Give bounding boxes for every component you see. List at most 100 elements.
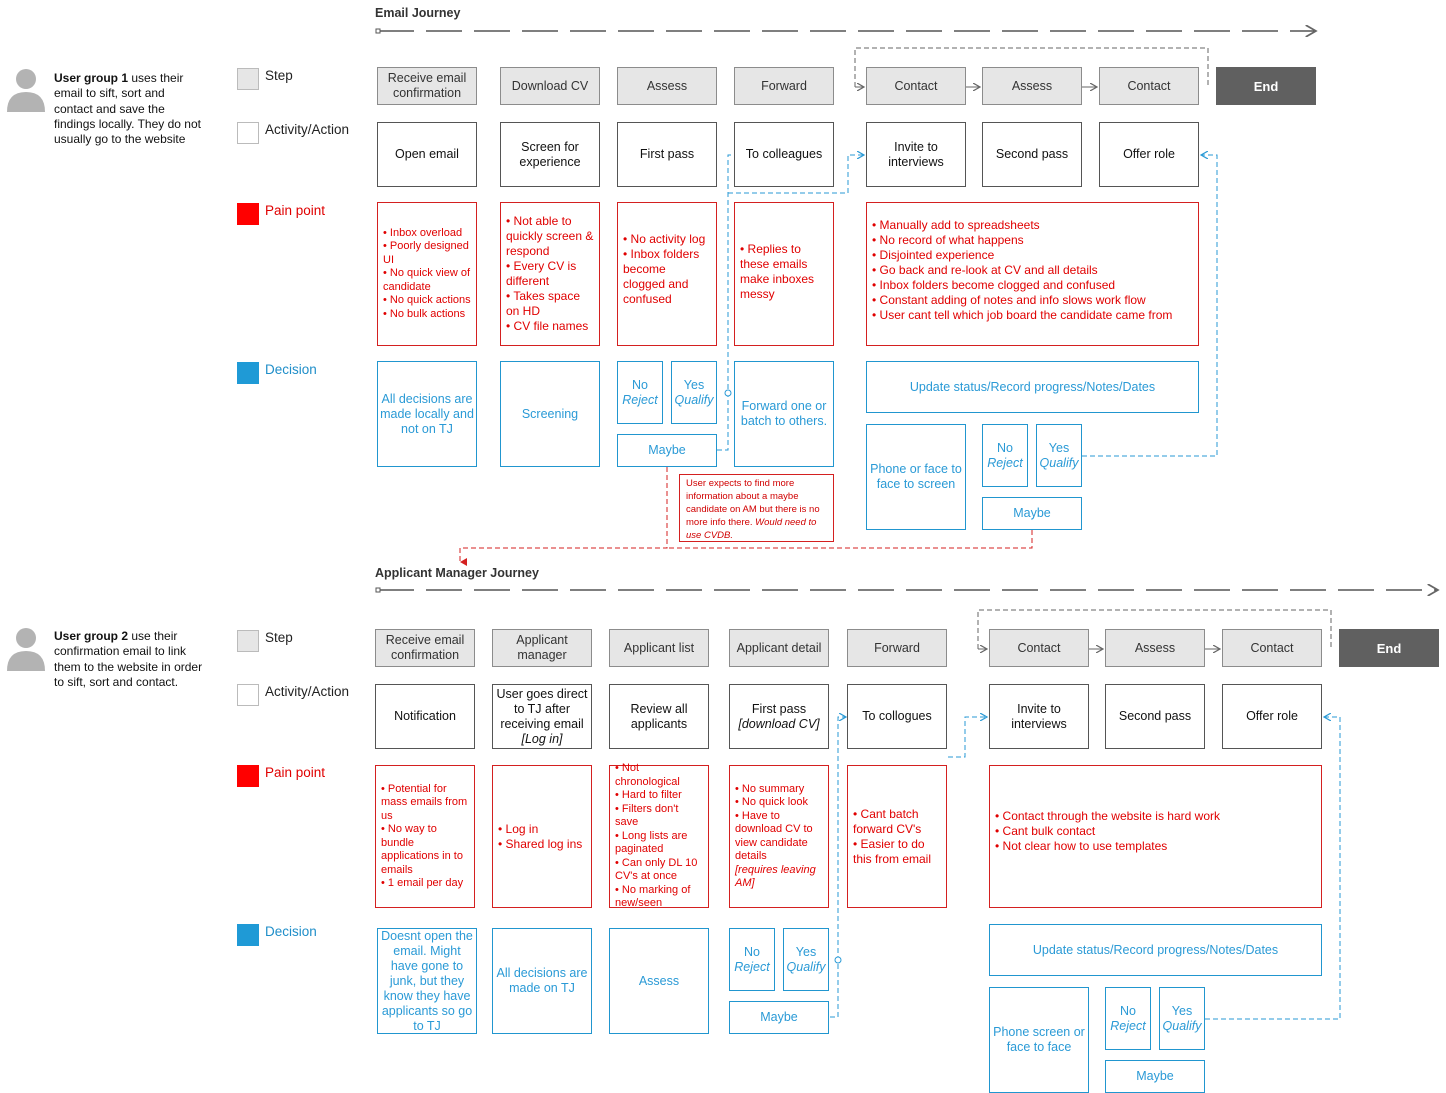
am-activity-first-pass: First pass[download CV] [729, 684, 829, 749]
am-pain-1: Potential for mass emails from usNo way … [375, 765, 475, 908]
email-pain-4: Replies to these emails make inboxes mes… [734, 202, 834, 346]
email-step-contact: Contact [866, 67, 966, 105]
email-step-receive: Receive email confirmation [377, 67, 477, 105]
email-activity-first-pass: First pass [617, 122, 717, 187]
pain-point-item: Easier to do this from email [853, 837, 941, 867]
am-pain-5: Cant batch forward CV'sEasier to do this… [847, 765, 947, 908]
pain-point-item: Log in [498, 822, 582, 837]
email-step-contact-2: Contact [1099, 67, 1199, 105]
legend-step-label: Step [265, 630, 293, 645]
pain-point-item: No quick view of candidate [383, 267, 471, 294]
email-activity-invite: Invite to interviews [866, 122, 966, 187]
email-activity-colleagues: To colleagues [734, 122, 834, 187]
pain-point-item: No bulk actions [383, 308, 471, 322]
user-group-1-description: User group 1 uses their email to sift, s… [54, 71, 201, 147]
am-step-assess: Assess [1105, 629, 1205, 667]
email-activity-second-pass: Second pass [982, 122, 1082, 187]
email-step-download: Download CV [500, 67, 600, 105]
legend-pain-label: Pain point [265, 765, 326, 780]
pain-point-item: Not clear how to use templates [995, 839, 1220, 854]
am-pain-4: No summaryNo quick lookHave to download … [729, 765, 829, 908]
legend-step-swatch [237, 68, 259, 90]
am-step-contact: Contact [989, 629, 1089, 667]
email-pain-1: Inbox overloadPoorly designed UINo quick… [377, 202, 477, 346]
email-step-assess-2: Assess [982, 67, 1082, 105]
am-step-applicant-detail: Applicant detail [729, 629, 829, 667]
am-decision-phone: Phone screen or face to face [989, 987, 1089, 1093]
am-step-applicant-manager: Applicant manager [492, 629, 592, 667]
pain-point-item: Shared log ins [498, 837, 583, 852]
legend-decision-label: Decision [265, 362, 317, 377]
am-pain-3: Not chronologicalHard to filterFilters d… [609, 762, 709, 909]
email-pain-3: No activity logInbox folders become clog… [617, 202, 717, 346]
email-journey-title: Email Journey [375, 6, 461, 20]
email-decision-phone: Phone or face to face to screen [866, 424, 966, 530]
user-avatar-icon [7, 69, 45, 112]
pain-point-item: No activity log [623, 232, 711, 247]
email-activity-screen: Screen for experience [500, 122, 600, 187]
email-decision-maybe-2[interactable]: Maybe [982, 497, 1082, 530]
am-activity-notification: Notification [375, 684, 475, 749]
pain-point-item: Not chronological [615, 762, 703, 789]
am-decision-maybe[interactable]: Maybe [729, 1001, 829, 1034]
pain-point-item: Can only DL 10 CV's at once [615, 857, 703, 884]
email-decision-update: Update status/Record progress/Notes/Date… [866, 361, 1199, 413]
legend-activity-label: Activity/Action [265, 684, 350, 699]
legend-step-swatch [237, 630, 259, 652]
am-activity-review: Review all applicants [609, 684, 709, 749]
pain-point-item: Inbox overload [383, 227, 471, 241]
pain-point-item: Long lists are paginated [615, 830, 703, 857]
maybe-note: User expects to find more information ab… [679, 474, 834, 542]
pain-point-item: Go back and re-look at CV and all detail… [872, 263, 1172, 278]
legend-step-label: Step [265, 68, 293, 83]
pain-point-item: Takes space on HD [506, 289, 594, 319]
pain-point-item: Cant bulk contact [995, 824, 1220, 839]
pain-point-item: Inbox folders become clogged and confuse… [872, 278, 1172, 293]
legend-activity-swatch [237, 122, 259, 144]
email-activity-offer: Offer role [1099, 122, 1199, 187]
pain-point-item: No quick actions [383, 294, 471, 308]
pain-point-item: No summary [735, 783, 823, 797]
pain-point-item: Inbox folders become clogged and confuse… [623, 247, 711, 307]
am-step-receive: Receive email confirmation [375, 629, 475, 667]
pain-point-item: Replies to these emails make inboxes mes… [740, 242, 828, 302]
pain-point-item: No quick look [735, 796, 823, 810]
email-decision-maybe[interactable]: Maybe [617, 434, 717, 467]
am-decision-update: Update status/Record progress/Notes/Date… [989, 924, 1322, 976]
am-pain-2: Log inShared log ins [492, 765, 592, 908]
am-step-contact-2: Contact [1222, 629, 1322, 667]
email-pain-2: Not able to quickly screen & respondEver… [500, 202, 600, 346]
legend-activity-label: Activity/Action [265, 122, 350, 137]
pain-point-item: Filters don't save [615, 803, 703, 830]
pain-point-item: Contact through the website is hard work [995, 809, 1220, 824]
am-activity-offer: Offer role [1222, 684, 1322, 749]
pain-point-item: Potential for mass emails from us [381, 783, 469, 824]
legend-decision-swatch [237, 362, 259, 384]
legend-pain-swatch [237, 203, 259, 225]
pain-point-item: User cant tell which job board the candi… [872, 308, 1173, 323]
am-activity-invite: Invite to interviews [989, 684, 1089, 749]
am-activity-second-pass: Second pass [1105, 684, 1205, 749]
user-group-2-description: User group 2 use their confirmation emai… [54, 629, 203, 689]
pain-point-item: Disjointed experience [872, 248, 1172, 263]
am-decision-maybe-2[interactable]: Maybe [1105, 1060, 1205, 1093]
pain-point-item: Manually add to spreadsheets [872, 218, 1172, 233]
email-decision-local: All decisions are made locally and not o… [377, 361, 477, 467]
am-step-forward: Forward [847, 629, 947, 667]
email-pain-5: Manually add to spreadsheetsNo record of… [866, 202, 1199, 346]
am-step-end: End [1339, 629, 1439, 667]
am-journey-title: Applicant Manager Journey [375, 566, 539, 580]
pain-point-item: Not able to quickly screen & respond [506, 214, 594, 259]
am-decision-tj: All decisions are made on TJ [492, 928, 592, 1034]
am-activity-collogues: To collogues [847, 684, 947, 749]
pain-point-item: Cant batch forward CV's [853, 807, 941, 837]
pain-point-item: Every CV is different [506, 259, 594, 289]
